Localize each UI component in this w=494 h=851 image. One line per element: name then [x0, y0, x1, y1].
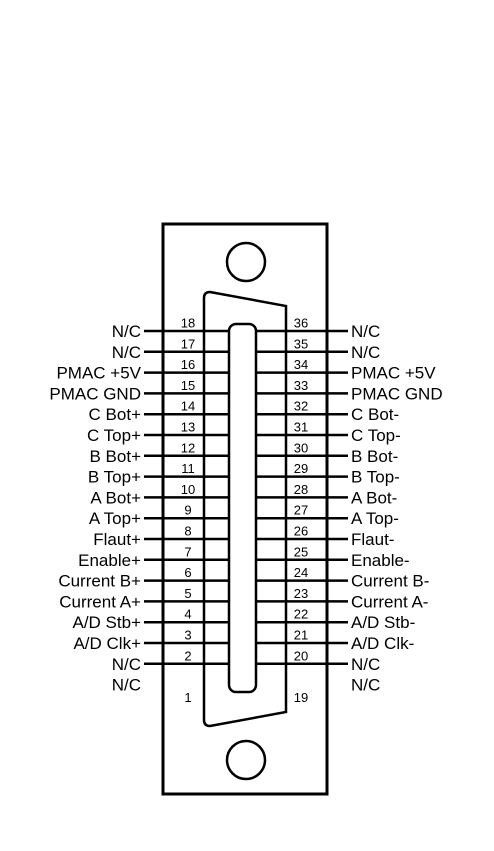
pin-number: 4: [184, 607, 191, 622]
signal-label: C Top-: [351, 426, 401, 445]
signal-label: A Bot-: [351, 488, 397, 507]
signal-label: PMAC GND: [49, 384, 141, 403]
pin-number: 24: [294, 565, 308, 580]
mounting-hole-bottom: [225, 739, 267, 781]
pin-number: 9: [184, 503, 191, 518]
pin-number: 26: [294, 524, 308, 539]
signal-label: A/D Clk+: [73, 634, 141, 653]
mounting-hole-top: [225, 241, 267, 283]
signal-label: N/C: [112, 343, 141, 362]
signal-label: PMAC +5V: [351, 364, 436, 383]
signal-label: A Top+: [89, 509, 141, 528]
signal-label: Current B-: [351, 572, 429, 591]
signal-label: Current B+: [58, 572, 141, 591]
pin-number: 32: [294, 399, 308, 414]
pin-number: 23: [294, 586, 308, 601]
connector-plate: [161, 222, 329, 796]
pin-number: 8: [184, 524, 191, 539]
pin-number: 31: [294, 420, 308, 435]
signal-label: N/C: [351, 322, 380, 341]
pin-number: 10: [181, 482, 195, 497]
pin-number: 13: [181, 420, 195, 435]
signal-label: Flaut-: [351, 530, 394, 549]
signal-label: Enable+: [78, 551, 141, 570]
pin-number: 30: [294, 440, 308, 455]
pin-number: 7: [184, 544, 191, 559]
signal-label: N/C: [351, 343, 380, 362]
signal-label: B Top+: [88, 468, 141, 487]
pin-number: 2: [184, 648, 191, 663]
signal-label: A Bot+: [90, 488, 141, 507]
signal-label: N/C: [112, 655, 141, 674]
signal-label: Current A+: [59, 592, 141, 611]
pin-number: 21: [294, 628, 308, 643]
pin-number: 16: [181, 357, 195, 372]
pin-number: 6: [184, 565, 191, 580]
pin-number-bottom-right: 19: [294, 690, 308, 705]
pin-number: 15: [181, 378, 195, 393]
pin-number: 14: [181, 399, 195, 414]
pin-number: 11: [181, 461, 195, 476]
signal-label: A Top-: [351, 509, 399, 528]
signal-label: N/C: [112, 322, 141, 341]
pin-number: 35: [294, 336, 308, 351]
pin-number: 27: [294, 503, 308, 518]
signal-label: PMAC GND: [351, 384, 443, 403]
signal-label: Enable-: [351, 551, 410, 570]
signal-label: B Bot-: [351, 447, 398, 466]
signal-label: A/D Stb-: [351, 613, 415, 632]
connector-insulator: [227, 322, 258, 694]
pin-number: 29: [294, 461, 308, 476]
pin-number: 36: [294, 316, 308, 331]
signal-label: Flaut+: [93, 530, 141, 549]
pin-number: 20: [294, 648, 308, 663]
signal-label: N/C: [112, 676, 141, 695]
pin-number: 5: [184, 586, 191, 601]
signal-label: C Bot+: [89, 405, 142, 424]
signal-label: Current A-: [351, 592, 428, 611]
signal-label: B Top-: [351, 468, 400, 487]
pin-number: 18: [181, 316, 195, 331]
pin-number: 17: [181, 336, 195, 351]
signal-label: C Bot-: [351, 405, 399, 424]
signal-label: PMAC +5V: [56, 364, 141, 383]
pin-number: 28: [294, 482, 308, 497]
pin-number: 33: [294, 378, 308, 393]
signal-label: A/D Stb+: [72, 613, 141, 632]
pin-number: 12: [181, 440, 195, 455]
pin-number: 34: [294, 357, 308, 372]
signal-label: N/C: [351, 655, 380, 674]
pin-number: 25: [294, 544, 308, 559]
pin-number: 22: [294, 607, 308, 622]
signal-label: N/C: [351, 676, 380, 695]
pin-number: 3: [184, 628, 191, 643]
signal-label: B Bot+: [89, 447, 141, 466]
signal-label: A/D Clk-: [351, 634, 414, 653]
pin-number-bottom-left: 1: [184, 690, 191, 705]
signal-label: C Top+: [87, 426, 141, 445]
connector-shell: [202, 290, 288, 728]
